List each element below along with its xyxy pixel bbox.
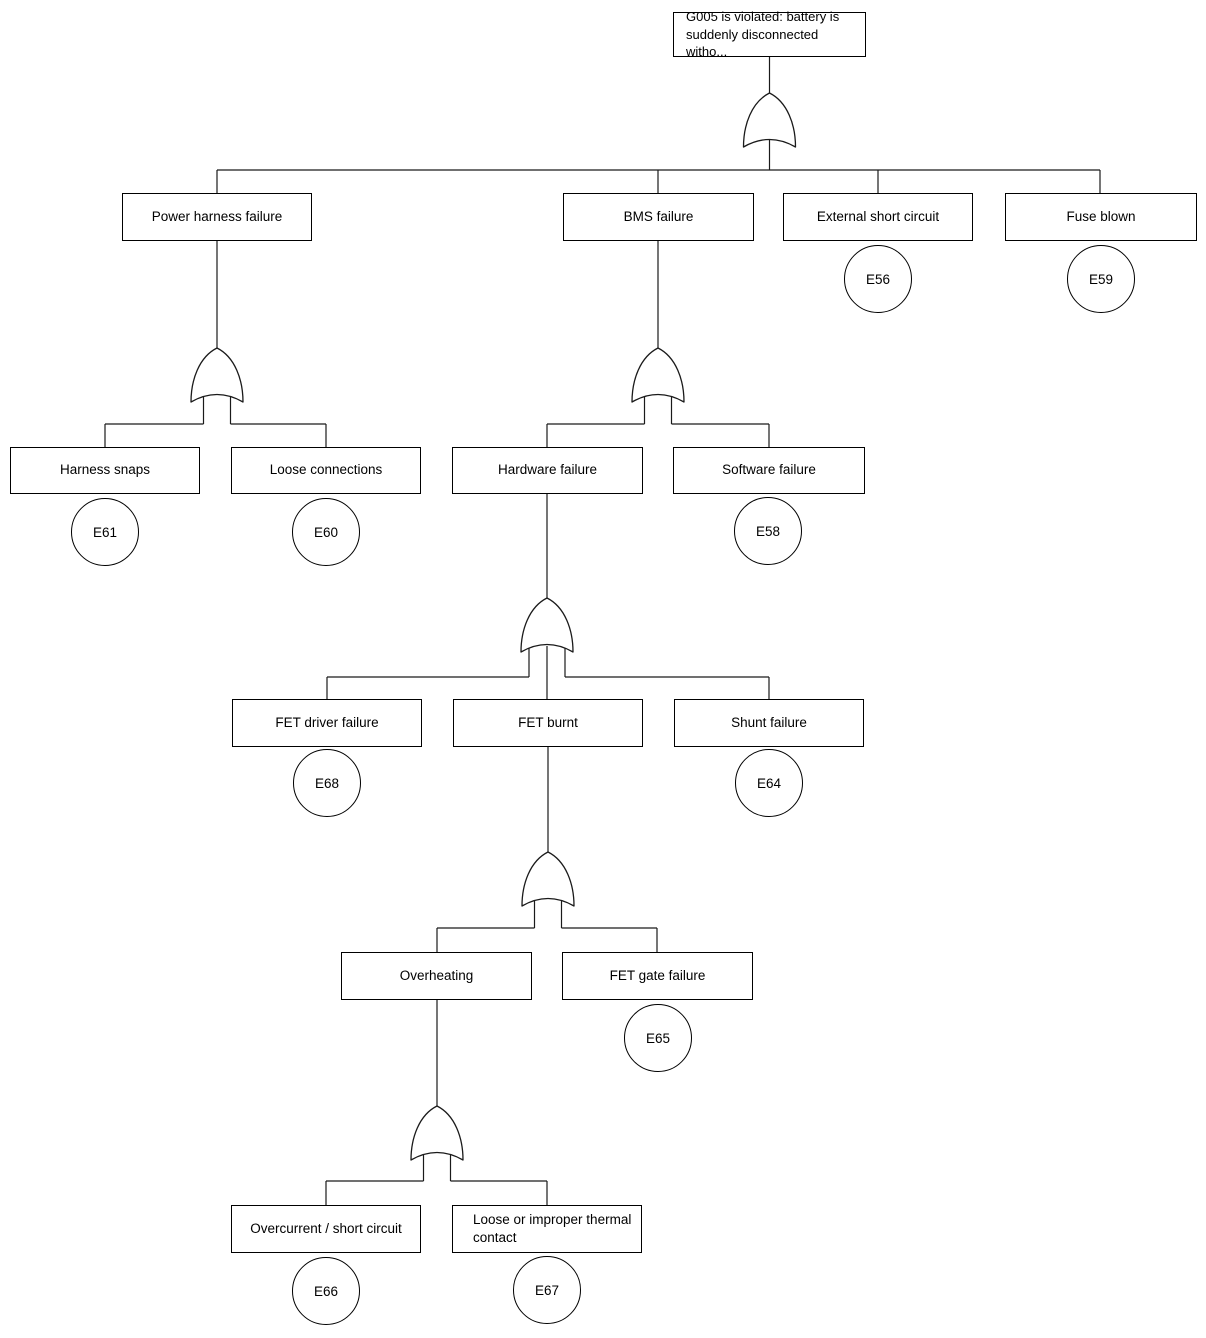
node-shunt-failure-label: Shunt failure [731,714,807,730]
basic-event-e65-label: E65 [645,1030,671,1046]
node-fuse-blown-label: Fuse blown [1066,208,1136,224]
or-gate-power-harness [190,347,244,403]
or-gate-fet-burnt [521,851,575,907]
basic-event-e67: E67 [513,1256,581,1324]
basic-event-e65: E65 [624,1004,692,1072]
basic-event-e60-label: E60 [313,524,339,540]
node-harness-snaps: Harness snaps [10,447,200,494]
node-loose-connections-label: Loose connections [269,462,383,478]
node-fet-gate-failure-label: FET gate failure [609,967,706,983]
or-gate-hardware [520,597,574,653]
node-power-harness-failure: Power harness failure [122,193,312,241]
node-hardware-failure-label: Hardware failure [497,462,598,478]
or-gate-root [742,92,797,148]
node-fet-burnt-label: FET burnt [518,714,578,730]
basic-event-e64-label: E64 [756,775,782,791]
basic-event-e68-label: E68 [314,775,340,791]
basic-event-e64: E64 [735,749,803,817]
basic-event-e60: E60 [292,498,360,566]
basic-event-e56: E56 [844,245,912,313]
basic-event-e61-label: E61 [92,524,118,540]
node-overcurrent-short-circuit-label: Overcurrent / short circuit [250,1220,402,1236]
node-root-event-label: G005 is violated: battery is suddenly di… [686,9,840,60]
node-external-short-circuit: External short circuit [783,193,973,241]
node-fet-gate-failure: FET gate failure [562,952,753,1000]
or-gate-bms [631,347,685,403]
node-bms-failure-label: BMS failure [623,208,694,224]
connector-lines [104,57,1101,1206]
node-hardware-failure: Hardware failure [452,447,643,494]
basic-event-e66: E66 [292,1257,360,1325]
node-shunt-failure: Shunt failure [674,699,864,747]
basic-event-e58-label: E58 [755,523,781,539]
node-loose-improper-thermal-contact-label: Loose or improper thermal contact [473,1211,632,1245]
basic-event-e59: E59 [1067,245,1135,313]
node-loose-improper-thermal-contact: Loose or improper thermal contact [452,1205,642,1253]
node-fuse-blown: Fuse blown [1005,193,1197,241]
node-external-short-circuit-label: External short circuit [816,208,940,224]
or-gate-overheating [410,1105,464,1161]
node-bms-failure: BMS failure [563,193,754,241]
node-fet-driver-failure: FET driver failure [232,699,422,747]
node-software-failure: Software failure [673,447,865,494]
node-power-harness-failure-label: Power harness failure [151,208,283,224]
basic-event-e68: E68 [293,749,361,817]
node-overcurrent-short-circuit: Overcurrent / short circuit [231,1205,421,1253]
basic-event-e56-label: E56 [865,271,891,287]
node-overheating: Overheating [341,952,532,1000]
basic-event-e67-label: E67 [534,1282,560,1298]
node-root-event: G005 is violated: battery is suddenly di… [673,9,866,59]
node-loose-connections: Loose connections [231,447,421,494]
node-fet-driver-failure-label: FET driver failure [275,714,379,730]
node-fet-burnt: FET burnt [453,699,643,747]
basic-event-e58: E58 [734,497,802,565]
basic-event-e59-label: E59 [1088,271,1114,287]
node-software-failure-label: Software failure [722,462,816,478]
basic-event-e61: E61 [71,498,139,566]
node-overheating-label: Overheating [399,967,474,983]
basic-event-e66-label: E66 [313,1283,339,1299]
node-harness-snaps-label: Harness snaps [59,462,151,478]
